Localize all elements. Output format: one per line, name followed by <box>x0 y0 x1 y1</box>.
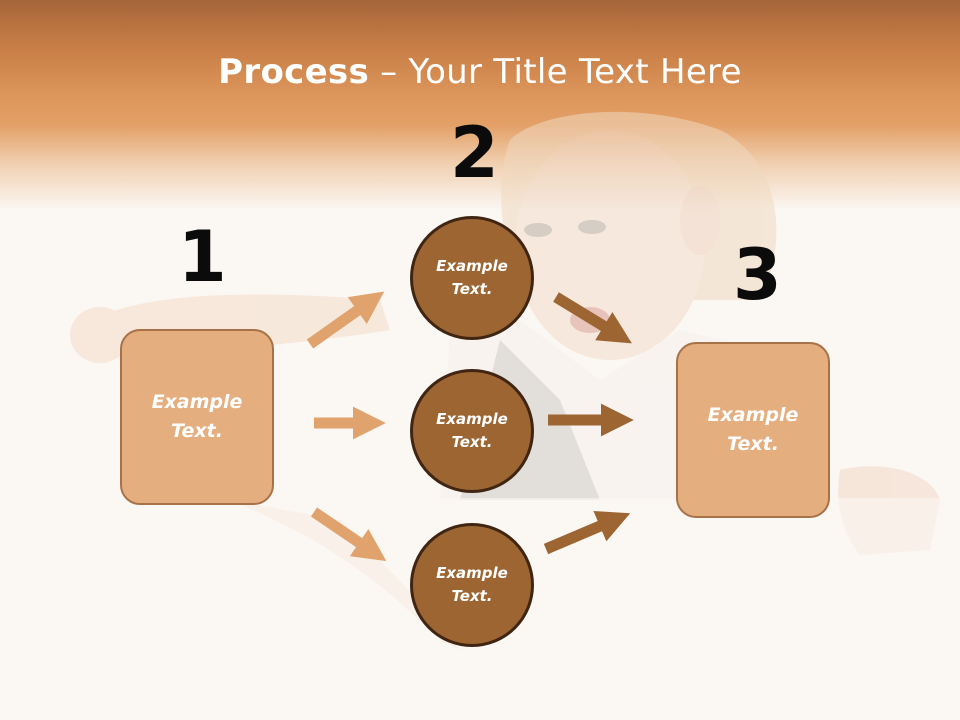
process-node-2-text: Example Text. <box>436 410 508 451</box>
process-node-2: Example Text. <box>410 369 534 493</box>
step-3-box: Example Text. <box>676 342 830 518</box>
arrow-node3-to-box3 <box>543 510 631 555</box>
step-1-box: Example Text. <box>120 329 274 505</box>
step-number-1: 1 <box>178 216 227 298</box>
title-header-band <box>0 0 960 210</box>
arrow-box1-to-node3 <box>310 507 387 562</box>
process-node-1-text: Example Text. <box>436 257 508 298</box>
slide-title-rest: – Your Title Text Here <box>369 52 742 92</box>
step-number-3: 3 <box>733 234 782 316</box>
slide-title-bold: Process <box>218 52 370 92</box>
arrow-box1-to-node1 <box>306 291 385 349</box>
process-node-3-text: Example Text. <box>436 564 508 605</box>
step-1-text: Example Text. <box>151 391 243 442</box>
step-number-2: 2 <box>450 112 499 194</box>
arrow-node1-to-box3 <box>553 292 632 344</box>
step-3-text: Example Text. <box>707 404 799 455</box>
process-node-3: Example Text. <box>410 523 534 647</box>
slide-title: Process – Your Title Text Here <box>0 52 960 92</box>
process-node-1: Example Text. <box>410 216 534 340</box>
